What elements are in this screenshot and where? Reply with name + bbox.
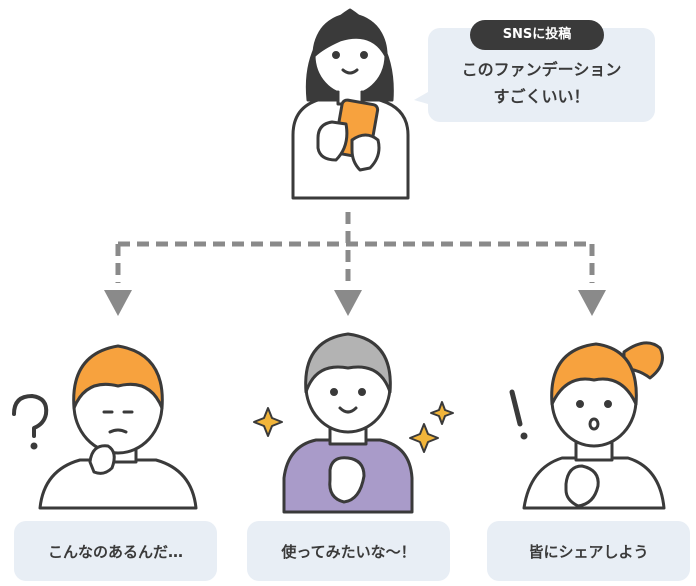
reaction-label-share: 皆にシェアしよう bbox=[487, 521, 690, 581]
speech-line-2: すごくいい！ bbox=[493, 87, 590, 106]
question-dot-icon bbox=[30, 442, 38, 450]
sns-post-tag: SNSに投稿 bbox=[470, 20, 604, 50]
arrowhead-center bbox=[334, 290, 362, 316]
exclamation-dot-icon bbox=[520, 432, 528, 440]
reaction-person-interested bbox=[282, 332, 414, 514]
flow-arrows bbox=[115, 212, 595, 283]
sparkle-icon bbox=[253, 407, 283, 437]
reaction-label-interested: 使ってみたいな～！ bbox=[247, 521, 450, 581]
reaction-person-share bbox=[509, 341, 666, 510]
arrowhead-right bbox=[578, 290, 606, 316]
sparkles bbox=[253, 401, 454, 453]
reaction-label-curious: こんなのあるんだ… bbox=[14, 521, 217, 581]
speech-quote: このファンデーション すごくいい！ bbox=[428, 56, 655, 110]
speech-line-1: このファンデーション bbox=[461, 60, 622, 79]
arrowhead-left bbox=[104, 290, 132, 316]
arrowheads bbox=[104, 290, 606, 316]
poster-woman bbox=[291, 8, 410, 200]
reaction-person-curious bbox=[12, 344, 198, 510]
sparkle-icon bbox=[430, 401, 454, 425]
sparkle-icon bbox=[409, 423, 439, 453]
speech-bubble-tail bbox=[414, 92, 428, 104]
